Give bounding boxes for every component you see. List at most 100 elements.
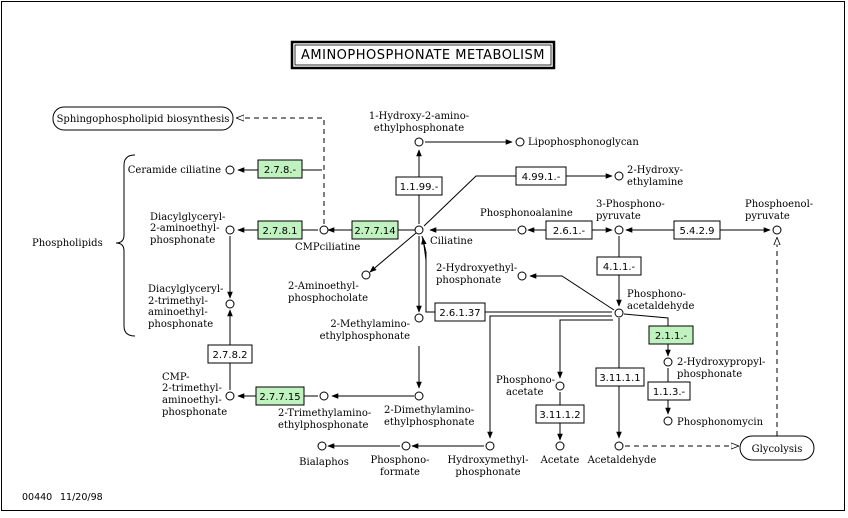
- label-phosphonoacetaldehyde-1: Phosphono-: [627, 289, 686, 300]
- label-phosphoenolpyruvate-2: pyruvate: [745, 211, 790, 222]
- svg-text:1.1.99.-: 1.1.99.-: [400, 182, 439, 193]
- enzyme-2.6.1.37[interactable]: 2.6.1.37: [434, 302, 486, 322]
- map-link-sphingophospholipid[interactable]: Sphingophospholipid biosynthesis: [52, 106, 234, 131]
- node-hydroxyethylphosphonate[interactable]: [517, 271, 527, 281]
- svg-text:4.99.1.-: 4.99.1.-: [522, 172, 561, 183]
- label-phosphonoformate-1: Phosphono-: [370, 455, 429, 466]
- node-acetate[interactable]: [555, 441, 565, 451]
- label-phosphonomycin: Phosphonomycin: [677, 417, 764, 428]
- enzyme-5.4.2.9[interactable]: 5.4.2.9: [673, 220, 721, 240]
- node-hydroxypropyl[interactable]: [663, 357, 673, 367]
- label-phosphoenolpyruvate-1: Phosphoenol-: [745, 199, 813, 210]
- label-cmp-trimethyl-4: phosphonate: [162, 407, 227, 418]
- label-cmpciliatine: CMPciliatine: [295, 242, 360, 253]
- enzyme-1.1.99.-[interactable]: 1.1.99.-: [395, 176, 443, 196]
- svg-text:2.7.7.14: 2.7.7.14: [354, 226, 395, 237]
- label-dimethylamino-1: 2-Dimethylamino-: [384, 405, 474, 416]
- map-id: 00440: [22, 492, 52, 503]
- label-phosphonoalanine: Phosphonoalanine: [480, 208, 573, 219]
- label-hydroxy-amino-1: 1-Hydroxy-2-amino-: [369, 111, 469, 122]
- node-ciliatine[interactable]: [414, 225, 424, 235]
- svg-text:3.11.1.2: 3.11.1.2: [539, 410, 580, 421]
- label-diacyl-trimethyl-4: phosphonate: [148, 319, 213, 330]
- label-diacyl-aminoethyl-2: 2-aminoethyl-: [150, 223, 219, 234]
- label-cmp-trimethyl-2: 2-trimethyl-: [162, 383, 222, 394]
- node-lipophosphonoglycan[interactable]: [515, 137, 525, 147]
- svg-text:1.1.3.-: 1.1.3.-: [653, 387, 686, 398]
- node-aminoethylphosphocholate[interactable]: [361, 270, 371, 280]
- node-acetaldehyde[interactable]: [614, 441, 624, 451]
- label-phosphonoacetate-2: acetate: [506, 387, 543, 398]
- node-hydroxy-amino[interactable]: [414, 137, 424, 147]
- label-phosphonoformate-2: formate: [380, 467, 420, 478]
- node-bialaphos[interactable]: [317, 441, 327, 451]
- node-phosphonoacetaldehyde[interactable]: [614, 308, 624, 318]
- label-ciliatine: Ciliatine: [430, 236, 473, 247]
- label-hydroxypropyl-1: 2-Hydroxypropyl-: [677, 357, 765, 368]
- label-methylamino-1: 2-Methylamino-: [330, 319, 410, 330]
- map-link-glycolysis[interactable]: Glycolysis: [739, 435, 815, 461]
- label-hydroxymethyl-2: phosphonate: [455, 467, 520, 478]
- label-acetaldehyde: Acetaldehyde: [587, 455, 657, 466]
- node-phosphonomycin[interactable]: [663, 416, 673, 426]
- label-aminoethylphosphocholate-1: 2-Aminoethyl-: [288, 281, 359, 292]
- label-lipophosphonoglycan: Lipophosphonoglycan: [528, 137, 639, 148]
- phospholipids-label: Phospholipids: [32, 238, 103, 249]
- enzyme-4.99.1.-[interactable]: 4.99.1.-: [515, 166, 567, 186]
- node-phosphonopyruvate[interactable]: [614, 225, 624, 235]
- node-hydroxymethyl[interactable]: [485, 441, 495, 451]
- map-title-text: AMINOPHOSPHONATE METABOLISM: [301, 48, 545, 63]
- enzyme-4.1.1.-[interactable]: 4.1.1.-: [596, 256, 642, 276]
- label-aminoethylphosphocholate-2: phosphocholate: [288, 293, 368, 304]
- node-diacyl-aminoethyl[interactable]: [225, 225, 235, 235]
- label-trimethylamino-1: 2-Trimethylamino-: [278, 408, 371, 419]
- enzyme-3.11.1.1[interactable]: 3.11.1.1: [595, 367, 645, 387]
- node-diacyl-trimethyl[interactable]: [225, 299, 235, 309]
- svg-text:Glycolysis: Glycolysis: [752, 444, 803, 455]
- label-diacyl-aminoethyl-3: phosphonate: [150, 235, 215, 246]
- svg-text:2.6.1.-: 2.6.1.-: [553, 226, 586, 237]
- label-methylamino-2: ethylphosphonate: [320, 331, 411, 342]
- compound-labels: Ceramide ciliatine Diacylglyceryl- 2-ami…: [128, 111, 813, 478]
- node-hydroxyethylamine[interactable]: [614, 171, 624, 181]
- svg-text:Sphingophospholipid biosynthes: Sphingophospholipid biosynthesis: [57, 114, 230, 125]
- node-phosphoenolpyruvate[interactable]: [772, 225, 782, 235]
- enzyme-2.1.1.-[interactable]: 2.1.1.-: [648, 325, 694, 345]
- enzyme-2.7.8.1[interactable]: 2.7.8.1: [257, 220, 303, 240]
- label-trimethylamino-2: ethylphosphonate: [278, 420, 369, 431]
- node-dimethylamino[interactable]: [414, 391, 424, 401]
- node-cmpciliatine[interactable]: [319, 225, 329, 235]
- node-phosphonoformate[interactable]: [401, 441, 411, 451]
- enzyme-2.6.1.-[interactable]: 2.6.1.-: [545, 220, 593, 240]
- label-hydroxyethylphosphonate-1: 2-Hydroxyethyl-: [436, 263, 517, 274]
- node-methylamino[interactable]: [414, 313, 424, 323]
- label-phosphonoacetaldehyde-2: acetaldehyde: [627, 301, 694, 312]
- enzyme-2.7.7.14[interactable]: 2.7.7.14: [351, 220, 399, 240]
- label-bialaphos: Bialaphos: [299, 457, 349, 468]
- svg-text:5.4.2.9: 5.4.2.9: [680, 226, 715, 237]
- enzyme-2.7.7.15[interactable]: 2.7.7.15: [255, 386, 305, 406]
- enzyme-2.7.8.-[interactable]: 2.7.8.-: [257, 159, 303, 179]
- label-hydroxypropyl-2: phosphonate: [677, 369, 742, 380]
- enzyme-1.1.3.-[interactable]: 1.1.3.-: [647, 381, 691, 401]
- svg-text:2.7.8.1: 2.7.8.1: [263, 226, 298, 237]
- node-ceramide-ciliatine[interactable]: [225, 165, 235, 175]
- svg-text:2.1.1.-: 2.1.1.-: [655, 331, 688, 342]
- label-dimethylamino-2: ethylphosphonate: [384, 417, 475, 428]
- node-phosphonoalanine[interactable]: [517, 225, 527, 235]
- node-phosphonoacetate[interactable]: [555, 381, 565, 391]
- enzyme-2.7.8.2[interactable]: 2.7.8.2: [207, 344, 253, 364]
- svg-text:3.11.1.1: 3.11.1.1: [599, 373, 640, 384]
- svg-text:2.6.1.37: 2.6.1.37: [439, 308, 480, 319]
- svg-text:2.7.7.15: 2.7.7.15: [259, 392, 300, 403]
- label-phosphonoacetate-1: Phosphono-: [496, 375, 555, 386]
- node-cmp-trimethyl[interactable]: [225, 391, 235, 401]
- svg-text:2.7.8.2: 2.7.8.2: [213, 350, 248, 361]
- node-trimethylamino[interactable]: [319, 391, 329, 401]
- label-ceramide-ciliatine: Ceramide ciliatine: [128, 165, 221, 176]
- label-phosphonopyruvate-2: pyruvate: [596, 211, 641, 222]
- phospholipids-brace: Phospholipids: [32, 154, 136, 337]
- enzyme-3.11.1.2[interactable]: 3.11.1.2: [535, 404, 585, 424]
